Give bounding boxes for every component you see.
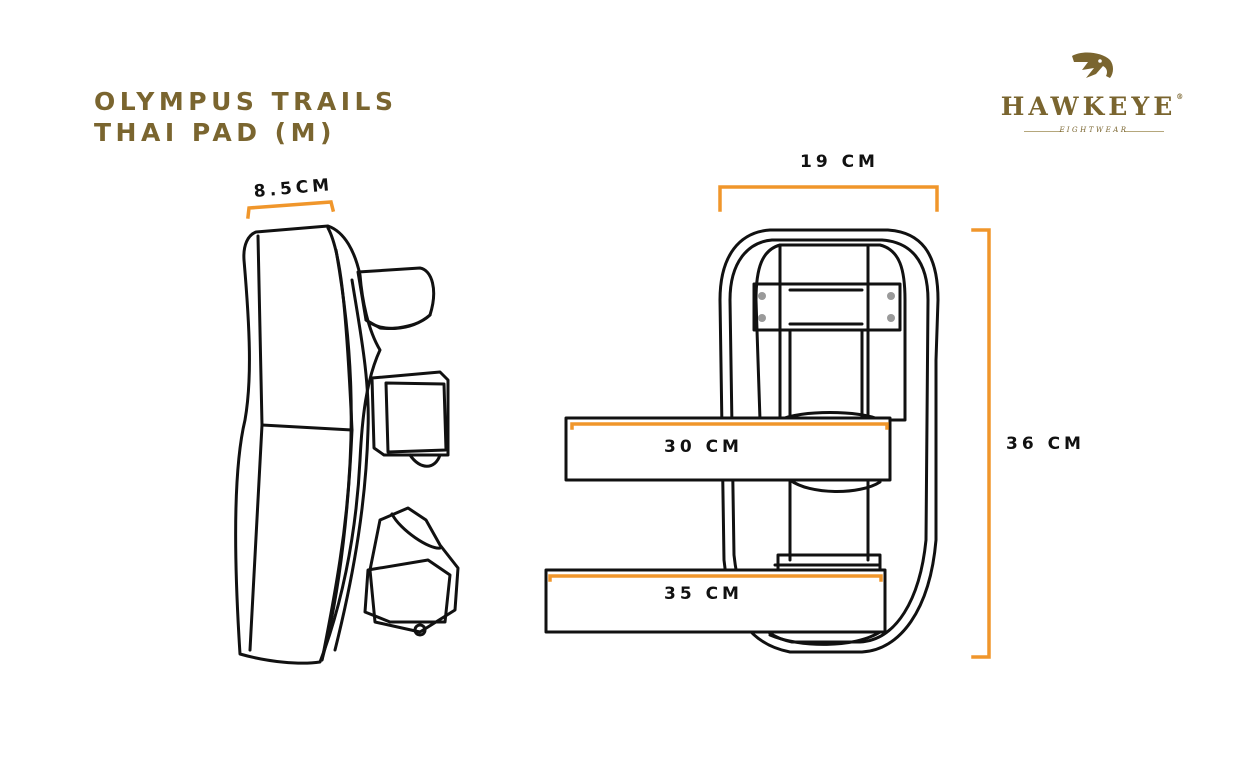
tagline-rule-right (1124, 131, 1164, 132)
front-view-pad (718, 228, 940, 654)
width-line (718, 185, 939, 212)
title-line-2: THAI PAD (M) (94, 118, 336, 147)
lower-strap-label: 35 CM (664, 584, 743, 604)
rivets (758, 292, 895, 322)
width-label: 19 CM (800, 152, 879, 172)
lower-strap (544, 568, 887, 634)
tagline-rule-left (1024, 131, 1064, 132)
upper-strap-label: 30 CM (664, 437, 743, 457)
hawk-head-icon (1072, 52, 1113, 78)
side-view-pad (234, 224, 460, 665)
height-line (971, 228, 991, 659)
brand-logo: HAWKEYE® FIGHTWEAR (990, 48, 1200, 140)
brand-tagline: FIGHTWEAR (1059, 126, 1129, 134)
upper-strap-line (570, 422, 889, 430)
lower-strap-line (548, 574, 883, 582)
dimension-lines (246, 185, 991, 659)
title-line-1: OLYMPUS TRAILS (94, 87, 398, 116)
product-title: OLYMPUS TRAILS THAI PAD (M) (94, 86, 398, 148)
upper-strap (564, 416, 892, 482)
thickness-line (246, 200, 336, 219)
height-label: 36 CM (1006, 434, 1085, 454)
brand-name: HAWKEYE® (1000, 92, 1188, 121)
